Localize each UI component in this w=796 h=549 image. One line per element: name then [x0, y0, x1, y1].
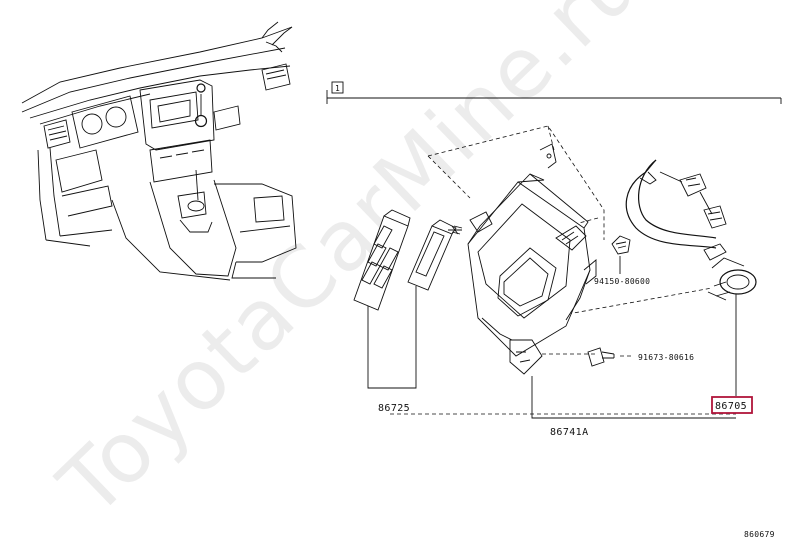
part-label-86705[interactable]: 86705	[715, 401, 747, 412]
section-marker-box	[331, 81, 344, 94]
exploded-view-guides	[390, 125, 736, 415]
part-91673-bolt	[587, 347, 634, 367]
drawing-id: 860679	[744, 530, 775, 539]
part-label-94150: 94150-80600	[594, 277, 650, 286]
highlight-box-86705	[711, 396, 753, 414]
part-label-86725: 86725	[378, 403, 410, 414]
part-86705-antenna-harness	[625, 159, 757, 396]
dashboard-overview-illustration	[21, 21, 297, 281]
part-94150-clip	[611, 235, 631, 274]
part-label-86741a: 86741A	[550, 427, 589, 438]
part-label-91673: 91673-80616	[638, 353, 694, 362]
part-86741a-control-unit	[448, 143, 736, 419]
part-86725-switch-panels	[353, 209, 463, 389]
section-marker-label: 1	[335, 84, 340, 93]
section-bracket: 1	[326, 81, 782, 104]
